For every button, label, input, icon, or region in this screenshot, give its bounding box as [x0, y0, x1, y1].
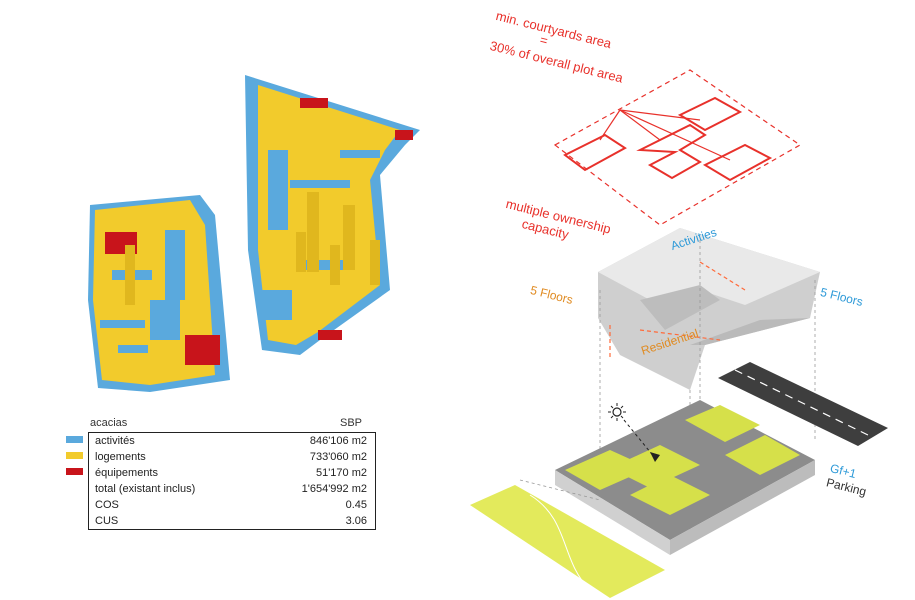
- courtyard-plane: [553, 69, 802, 226]
- table-row: activités 846'106 m2: [89, 433, 376, 450]
- row-value: 3.06: [345, 515, 367, 527]
- landscape-field: [470, 479, 665, 598]
- base-plinth: [555, 400, 815, 555]
- row-label: équipements: [95, 467, 158, 479]
- row-value: 733'060 m2: [309, 451, 367, 463]
- table-row: CUS 3.06: [89, 513, 376, 530]
- row-value: 1'654'992 m2: [301, 483, 367, 495]
- table-row: logements 733'060 m2: [89, 449, 376, 465]
- row-label: logements: [95, 451, 146, 463]
- row-value: 51'170 m2: [315, 467, 367, 479]
- legend: acacias SBP activités 846'106 m2 logemen…: [62, 415, 376, 530]
- table-row: COS 0.45: [89, 497, 376, 513]
- legend-table: activités 846'106 m2 logements 733'060 m…: [88, 432, 376, 530]
- table-row: équipements 51'170 m2: [89, 465, 376, 481]
- road: [718, 362, 888, 446]
- swatch-logements: [66, 452, 83, 459]
- row-label: COS: [95, 499, 119, 511]
- legend-unit-header: SBP: [339, 417, 362, 429]
- row-label: CUS: [95, 515, 119, 527]
- table-row: total (existant inclus) 1'654'992 m2: [89, 481, 376, 497]
- row-value: 846'106 m2: [309, 435, 367, 447]
- city-massing-left: [88, 75, 420, 392]
- row-value: 0.45: [345, 499, 367, 511]
- row-label: activités: [95, 435, 135, 447]
- swatch-activites: [66, 436, 83, 443]
- building-mass: [598, 228, 820, 390]
- sun-icon: [608, 403, 660, 462]
- legend-title: acacias: [90, 417, 128, 429]
- legend-header: acacias SBP: [62, 415, 376, 431]
- swatch-equipements: [66, 468, 83, 475]
- row-label: total (existant inclus): [95, 483, 196, 495]
